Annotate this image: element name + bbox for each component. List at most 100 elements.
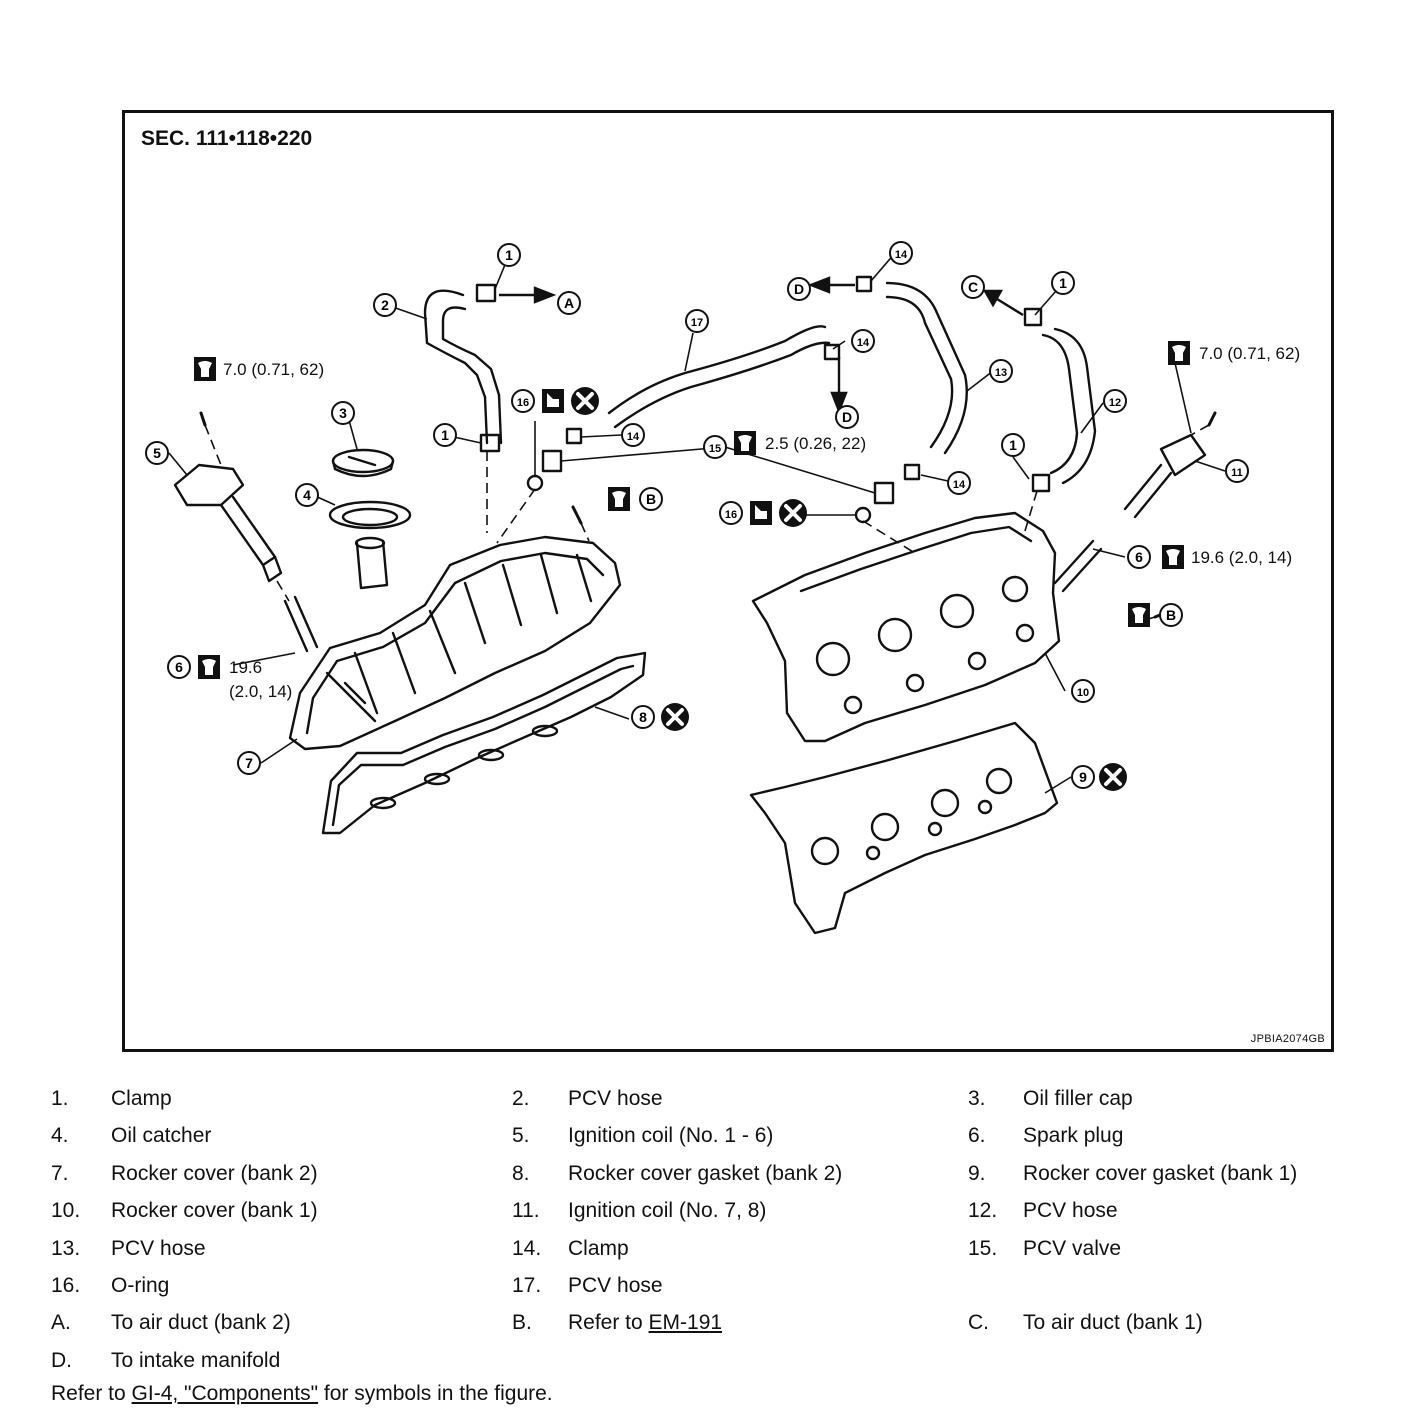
o-ring-left bbox=[526, 474, 544, 492]
legend-label: Rocker cover gasket (bank 2) bbox=[568, 1161, 843, 1185]
callout-7: 7 bbox=[237, 751, 261, 775]
legend-label: Refer to bbox=[568, 1311, 649, 1335]
callout-4: 4 bbox=[295, 483, 319, 507]
legend-row: 4. Oil catcher 5. Ignition coil (No. 1 - 6)… bbox=[0, 1117, 1408, 1154]
legend-number: 17. bbox=[512, 1273, 542, 1297]
o-ring-right bbox=[854, 506, 872, 524]
legend-text: PCV hose bbox=[111, 1230, 206, 1267]
oil-filler-neck bbox=[354, 536, 389, 590]
callout-14: 14 bbox=[889, 241, 913, 265]
oil-catcher bbox=[328, 500, 412, 530]
callout-C: C bbox=[961, 275, 985, 299]
callout-16: 16 bbox=[719, 501, 743, 525]
legend-text: Oil filler cap bbox=[1023, 1080, 1133, 1117]
callout-1: 1 bbox=[1051, 271, 1075, 295]
callout-B: B bbox=[1159, 603, 1183, 627]
callout-11: 11 bbox=[1225, 459, 1249, 483]
svg-text:B: B bbox=[1166, 607, 1176, 623]
legend-row: 10.Rocker cover (bank 1)11.Ignition coil… bbox=[0, 1192, 1408, 1229]
svg-text:C: C bbox=[968, 279, 978, 295]
torque-icon bbox=[1162, 545, 1184, 569]
rocker-cover-bank1 bbox=[751, 511, 1061, 743]
pcv-hose-12 bbox=[1041, 327, 1097, 485]
legend-label: To air duct (bank 2) bbox=[111, 1311, 291, 1335]
clamp-14-c bbox=[823, 343, 841, 361]
legend-number: 7. bbox=[51, 1161, 69, 1185]
pcv-valve-right bbox=[873, 481, 895, 505]
clamp-1-mid bbox=[479, 433, 501, 453]
legend-label: PCV hose bbox=[1023, 1199, 1118, 1223]
replace-icon bbox=[569, 385, 601, 417]
legend-text: To air duct (bank 1) bbox=[1023, 1304, 1203, 1341]
legend-label: Ignition coil (No. 7, 8) bbox=[568, 1199, 767, 1223]
rocker-cover-gasket-bank2 bbox=[321, 651, 647, 835]
legend-label: PCV hose bbox=[111, 1236, 206, 1260]
svg-text:D: D bbox=[842, 409, 852, 425]
callout-B: B bbox=[639, 487, 663, 511]
bolts bbox=[571, 505, 1167, 619]
section-label: SEC. 111•118•220 bbox=[141, 127, 313, 150]
legend-label: To intake manifold bbox=[111, 1348, 281, 1372]
legend-number: D. bbox=[51, 1348, 72, 1372]
legend-label: Ignition coil (No. 1 - 6) bbox=[568, 1124, 774, 1148]
callout-14: 14 bbox=[851, 329, 875, 353]
callout-17: 17 bbox=[685, 309, 709, 333]
torque-icon bbox=[608, 487, 630, 511]
legend-label: O-ring bbox=[111, 1273, 170, 1297]
legend-text: Ignition coil (No. 7, 8) bbox=[568, 1192, 766, 1229]
callout-6: 6 bbox=[167, 655, 191, 679]
legend-label: Oil catcher bbox=[111, 1124, 212, 1148]
replace-icon bbox=[659, 701, 691, 733]
torque-icon bbox=[194, 357, 216, 381]
rocker-cover-gasket-bank1 bbox=[749, 721, 1059, 935]
callout-1: 1 bbox=[1001, 433, 1025, 457]
components-link[interactable]: GI-4, "Components" bbox=[131, 1382, 319, 1405]
legend-label: PCV valve bbox=[1023, 1236, 1122, 1260]
callout-6: 6 bbox=[1127, 545, 1151, 569]
torque-coil-left: 7.0 (0.71, 62) bbox=[223, 360, 324, 379]
legend-number: 14. bbox=[512, 1236, 542, 1260]
torque-icon bbox=[1128, 603, 1150, 627]
clamp-14-b bbox=[855, 275, 873, 293]
legend-text: Rocker cover (bank 1) bbox=[111, 1192, 318, 1229]
torque-icon bbox=[734, 431, 756, 455]
callout-1: 1 bbox=[497, 243, 521, 267]
legend-number: 4. bbox=[51, 1124, 69, 1148]
ignition-coil-left bbox=[173, 411, 283, 583]
callout-9: 9 bbox=[1071, 765, 1095, 789]
callout-layer: 1111234566789101112131414141415161617ABB… bbox=[145, 241, 1249, 789]
legend-label: Clamp bbox=[111, 1087, 172, 1110]
spark-plug-left bbox=[283, 595, 319, 653]
callout-A: A bbox=[557, 291, 581, 315]
legend-text: Clamp bbox=[568, 1230, 629, 1267]
callout-13: 13 bbox=[989, 359, 1013, 383]
legend-row: D. To intake manifold bbox=[0, 1342, 1408, 1379]
svg-text:14: 14 bbox=[895, 249, 908, 261]
callout-14: 14 bbox=[621, 423, 645, 447]
diagram-canvas: 1111234566789101112131414141415161617ABB… bbox=[145, 241, 1300, 935]
clamp-14-a bbox=[565, 427, 583, 445]
legend-text: Rocker cover (bank 2) bbox=[111, 1155, 318, 1192]
svg-text:1: 1 bbox=[1009, 437, 1017, 453]
svg-text:3: 3 bbox=[339, 405, 347, 421]
rocker-cover-bank2 bbox=[288, 535, 622, 751]
callout-15: 15 bbox=[703, 435, 727, 459]
pcv-hose-2 bbox=[423, 289, 501, 399]
reference-link[interactable]: EM-191 bbox=[648, 1311, 723, 1335]
footer-note: Refer to GI-4, "Components" for symbols … bbox=[51, 1382, 553, 1406]
clamp-14-d bbox=[903, 463, 921, 481]
svg-text:15: 15 bbox=[709, 443, 721, 455]
image-code: JPBIA2074GB bbox=[1250, 1033, 1325, 1045]
oil-icon bbox=[750, 501, 772, 525]
replace-icon bbox=[777, 497, 809, 529]
callout-D: D bbox=[835, 405, 859, 429]
svg-text:1: 1 bbox=[1059, 275, 1067, 291]
svg-text:6: 6 bbox=[175, 659, 183, 675]
legend-number: 5. bbox=[512, 1124, 530, 1148]
torque-plug-left-a: 19.6 bbox=[229, 658, 262, 677]
svg-text:17: 17 bbox=[691, 317, 703, 329]
legend-number: 9. bbox=[968, 1161, 986, 1185]
callout-10: 10 bbox=[1071, 679, 1095, 703]
